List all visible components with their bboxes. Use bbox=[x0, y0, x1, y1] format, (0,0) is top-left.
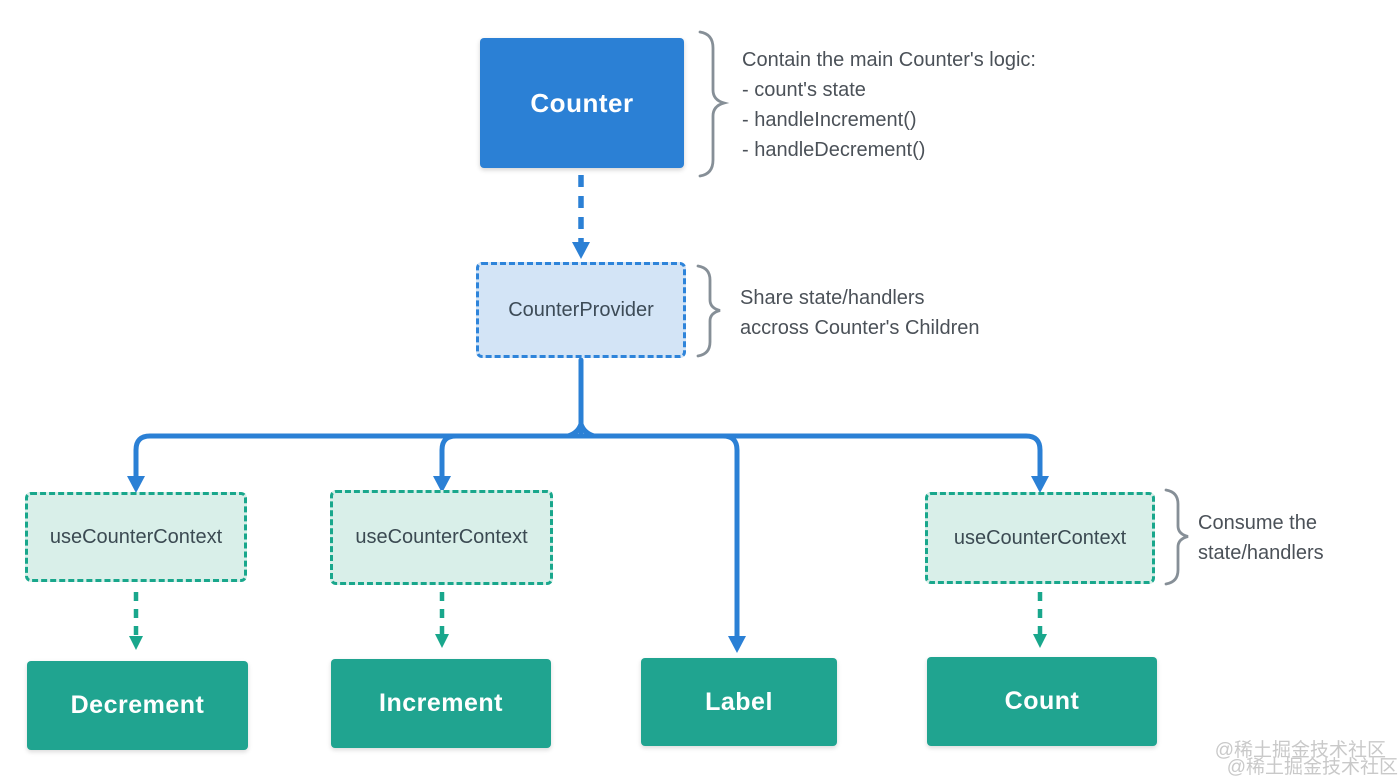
node-label-label: Label bbox=[705, 687, 773, 716]
node-use-counter-context-3-label: useCounterContext bbox=[953, 526, 1127, 549]
arrowhead-branch-right bbox=[1031, 476, 1049, 493]
annotation-counter-logic-line3: - handleIncrement() bbox=[742, 109, 917, 131]
watermark-line1: @稀土掘金技术社区 bbox=[1214, 740, 1386, 761]
arrowhead-context-to-count bbox=[1033, 634, 1047, 648]
node-increment: Increment bbox=[331, 659, 551, 748]
node-increment-label: Increment bbox=[379, 689, 503, 717]
tree-branch-left bbox=[133, 433, 584, 481]
node-count: Count bbox=[927, 657, 1157, 746]
annotation-counter-logic-line2: - count's state bbox=[742, 79, 866, 101]
arrowhead-branch-left bbox=[127, 476, 145, 493]
annotation-consume-line2: state/handlers bbox=[1198, 542, 1324, 564]
node-counter-provider-label: CounterProvider bbox=[508, 298, 654, 321]
annotation-counter-logic: Contain the main Counter's logic: - coun… bbox=[742, 45, 1036, 165]
node-use-counter-context-3: useCounterContext bbox=[925, 492, 1155, 584]
curly-brace-consume bbox=[1164, 488, 1189, 586]
node-use-counter-context-2: useCounterContext bbox=[330, 490, 553, 585]
annotation-share-state-line1: Share state/handlers bbox=[740, 287, 925, 309]
arrowhead-branch-label bbox=[728, 636, 746, 653]
node-counter-label: Counter bbox=[530, 87, 634, 118]
node-use-counter-context-1-label: useCounterContext bbox=[49, 525, 223, 548]
annotation-counter-logic-line4: - handleDecrement() bbox=[742, 139, 926, 161]
tree-branch-mid-left bbox=[439, 433, 584, 481]
annotation-counter-logic-line1: Contain the main Counter's logic: bbox=[742, 49, 1036, 71]
node-label: Label bbox=[641, 658, 837, 746]
node-use-counter-context-2-label: useCounterContext bbox=[355, 526, 528, 548]
arrowhead-context-to-increment bbox=[435, 634, 449, 648]
node-counter: Counter bbox=[480, 38, 684, 168]
annotation-share-state-line2: accross Counter's Children bbox=[740, 317, 980, 339]
tree-junction-peak bbox=[565, 416, 597, 439]
node-decrement-label: Decrement bbox=[70, 691, 205, 719]
watermark-line2: @稀土掘金技术社区 bbox=[1226, 757, 1398, 778]
node-counter-provider: CounterProvider bbox=[476, 262, 686, 358]
node-decrement: Decrement bbox=[27, 661, 248, 750]
arrowhead-counter-to-provider bbox=[572, 242, 590, 259]
arrowhead-context-to-decrement bbox=[129, 636, 143, 650]
curly-brace-counter bbox=[698, 30, 730, 178]
annotation-share-state: Share state/handlers accross Counter's C… bbox=[740, 283, 979, 343]
node-use-counter-context-1: useCounterContext bbox=[25, 492, 247, 582]
tree-branch-label bbox=[578, 433, 740, 641]
annotation-consume-line1: Consume the bbox=[1198, 512, 1317, 534]
node-count-label: Count bbox=[1004, 687, 1080, 715]
tree-branch-right bbox=[578, 433, 1043, 481]
curly-brace-provider bbox=[696, 264, 721, 358]
annotation-consume: Consume the state/handlers bbox=[1198, 508, 1324, 568]
arrowhead-branch-mid-left bbox=[433, 476, 451, 493]
